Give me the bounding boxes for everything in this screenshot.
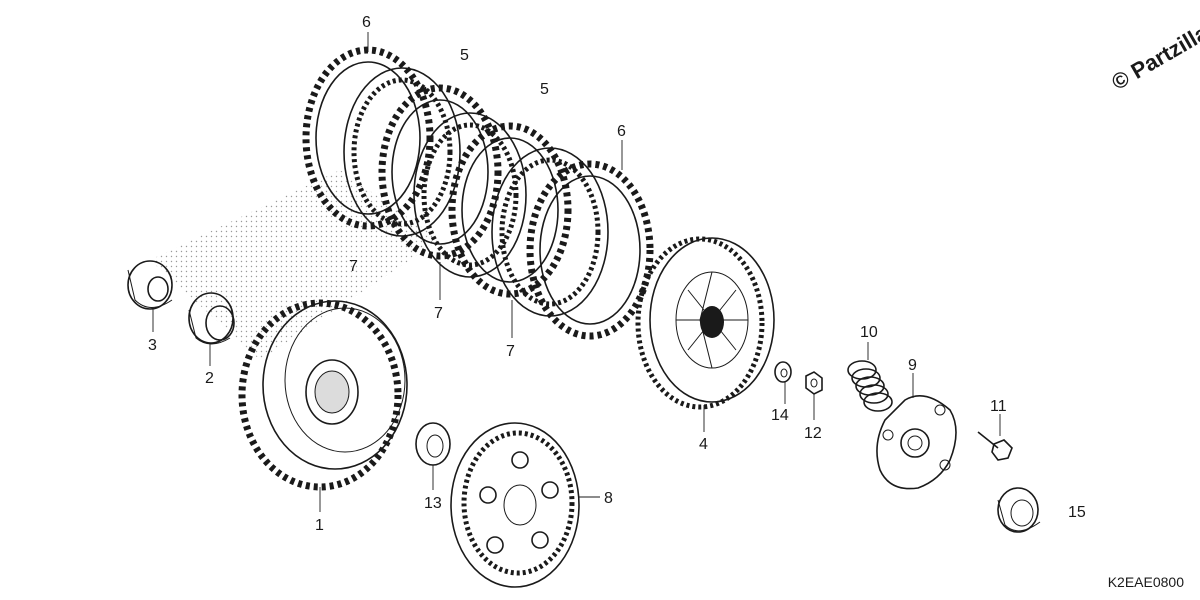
callout-7c: 7 [506,343,515,360]
diagram-code: K2EAE0800 [1107,574,1184,590]
part-9-lifter-plate[interactable] [876,394,957,490]
callout-5b: 5 [540,81,549,98]
part-4-clutch-center[interactable] [635,236,775,410]
shading-area [150,170,440,360]
callout-9: 9 [908,357,917,374]
part-2-bushing[interactable] [188,292,235,345]
part-12-lock-nut[interactable] [805,371,823,395]
part-5-clutch-plate-a[interactable] [343,67,461,237]
callout-6a: 6 [362,14,371,31]
part-6-friction-disk-b[interactable] [526,160,654,340]
callout-7a: 7 [349,258,358,275]
callout-1: 1 [315,517,324,534]
callout-3: 3 [148,337,157,354]
callout-8: 8 [604,490,613,507]
callout-10: 10 [860,324,878,341]
callout-2: 2 [205,370,214,387]
part-15-bearing[interactable] [997,487,1041,533]
part-13-thrust-washer[interactable] [415,422,451,466]
part-10-clutch-spring[interactable] [847,360,893,412]
part-3-collar[interactable] [127,260,173,310]
part-7-friction-disk-a[interactable] [378,84,502,260]
callout-13: 13 [424,495,442,512]
leader-lines [152,32,1001,512]
part-11-bolt[interactable] [977,431,1013,461]
part-14-washer[interactable] [774,361,792,383]
callout-15: 15 [1068,504,1086,521]
callout-4: 4 [699,436,708,453]
part-1-clutch-outer[interactable] [238,299,408,491]
part-8-pressure-plate[interactable] [450,422,580,588]
callout-14: 14 [771,407,789,424]
callout-5a: 5 [460,47,469,64]
part-5-clutch-plate-b[interactable] [413,112,527,278]
callout-6b: 6 [617,123,626,140]
callout-12: 12 [804,425,822,442]
callout-7b: 7 [434,305,443,322]
callout-11: 11 [990,398,1007,415]
